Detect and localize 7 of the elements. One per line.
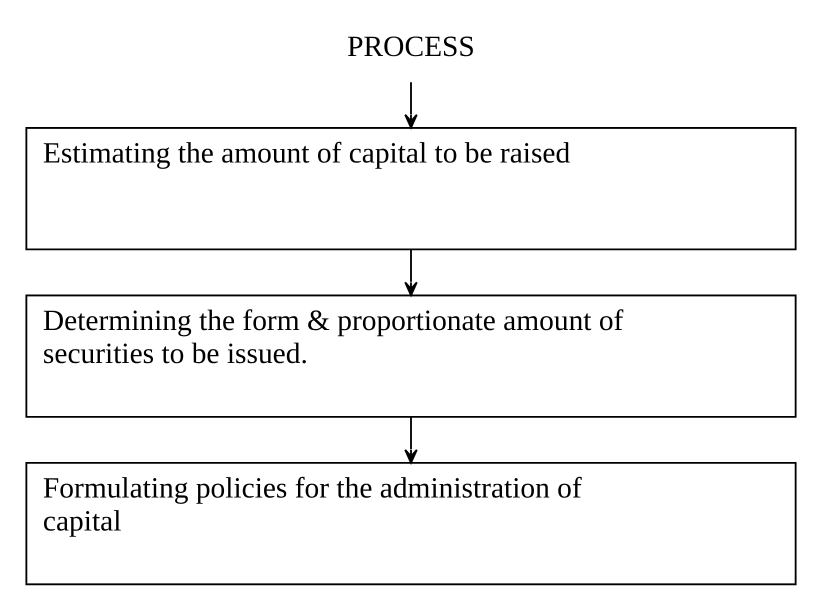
node-text: PROCESS — [346, 30, 474, 63]
node-box: Determining the form & proportionate amount of securities to be issued. — [24, 294, 796, 418]
node-box: Formulating policies for the administration of capital — [24, 462, 796, 586]
node-box: Estimating the amount of capital to be raised — [24, 127, 796, 250]
arrow — [404, 417, 418, 464]
arrow — [404, 82, 418, 128]
arrow — [404, 250, 418, 296]
